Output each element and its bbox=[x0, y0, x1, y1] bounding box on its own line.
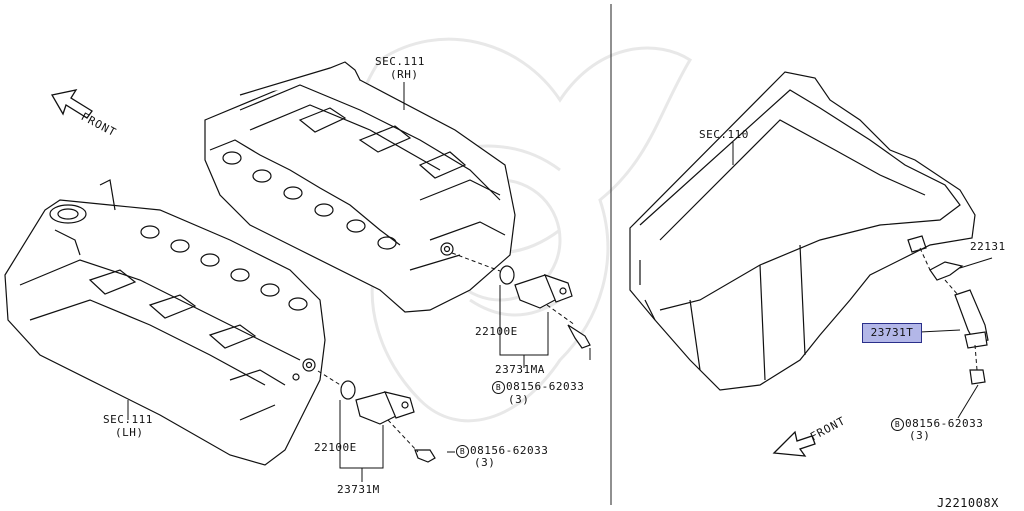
bolt-qty-right: (3) bbox=[909, 429, 931, 442]
sensor-23731ma bbox=[499, 265, 591, 349]
cylinder-head-lh bbox=[4, 179, 326, 466]
cylinder-head-rh bbox=[204, 61, 516, 313]
bolt-qty-bottom: (3) bbox=[474, 456, 496, 469]
sec111-lh-label: SEC.111 bbox=[103, 413, 153, 426]
part-23731m: 23731M bbox=[337, 483, 380, 496]
sec111-rh-side: (RH) bbox=[390, 68, 419, 81]
sensor-23731m bbox=[340, 380, 436, 463]
dashed-leaders bbox=[317, 247, 978, 453]
part-23731ma: 23731MA bbox=[495, 363, 545, 376]
sensor-23731t bbox=[929, 261, 989, 385]
part-22100e-bottom: 22100E bbox=[314, 441, 357, 454]
solid-leaders bbox=[127, 82, 993, 482]
part-22131: 22131 bbox=[970, 240, 1006, 253]
sec111-rh-label: SEC.111 bbox=[375, 55, 425, 68]
part-23731t-callout[interactable]: 23731T bbox=[862, 323, 922, 343]
sec111-lh-side: (LH) bbox=[115, 426, 144, 439]
part-22100e-top: 22100E bbox=[475, 325, 518, 338]
front-arrow-left bbox=[50, 89, 93, 119]
oil-pan bbox=[629, 71, 976, 391]
sec110-label: SEC.110 bbox=[699, 128, 749, 141]
front-arrow-right bbox=[772, 430, 816, 457]
diagram-id: J221008X bbox=[937, 496, 999, 510]
bolt-qty-top: (3) bbox=[508, 393, 530, 406]
